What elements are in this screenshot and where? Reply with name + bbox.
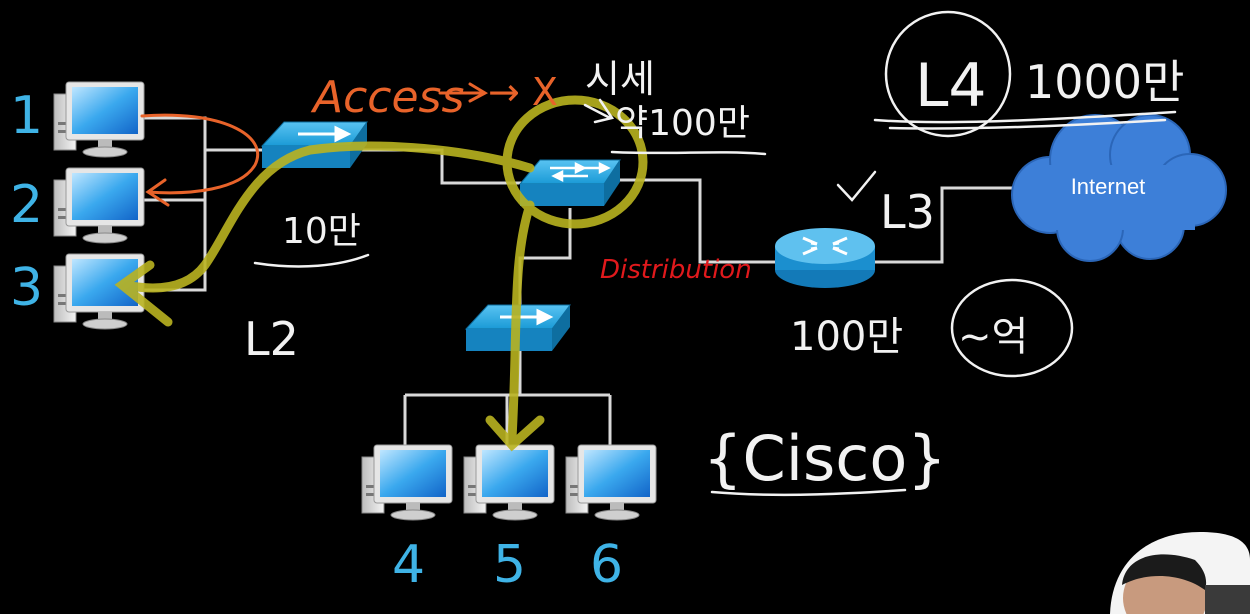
pc-number-4: 4 xyxy=(392,535,425,595)
computer-pc-2 xyxy=(53,167,145,244)
access-arrow-x: → X xyxy=(488,70,558,114)
computer-icon xyxy=(463,444,555,521)
distribution-switch xyxy=(518,159,621,206)
pc-number-2: 2 xyxy=(10,175,43,235)
highlight-route-pc3 xyxy=(114,141,535,327)
distribution-label: Distribution xyxy=(600,255,752,285)
price-top-line1: 시세 xyxy=(585,57,655,101)
underline-top-price xyxy=(610,150,767,156)
orange-annotations xyxy=(140,82,489,207)
cloud-label: Internet xyxy=(1071,174,1146,199)
cable-dist-to-router xyxy=(615,178,785,264)
computer-icon xyxy=(53,167,145,244)
cable-access-to-dist xyxy=(350,148,525,185)
router-approx: ~억 xyxy=(958,314,1028,360)
cable-router-to-l3 xyxy=(870,186,1020,264)
layer-l2: L2 xyxy=(244,312,299,366)
layer-l3: L3 xyxy=(880,185,935,239)
switch-icon xyxy=(298,125,352,143)
arrow-top-price xyxy=(583,98,615,124)
cable-pc1 xyxy=(140,116,207,150)
multilayer-switch-icon xyxy=(550,161,611,183)
cisco-underline xyxy=(710,488,907,497)
computer-pc-5 xyxy=(463,444,555,521)
access-label: Access xyxy=(310,72,464,123)
pc-numbers: 1 2 3 4 5 6 xyxy=(10,86,623,595)
presenter-avatar xyxy=(1110,532,1250,614)
router-approx-circle xyxy=(950,278,1074,378)
cloud-icon xyxy=(1011,114,1227,262)
pc-number-6: 6 xyxy=(590,535,623,595)
cisco-label: {Cisco} xyxy=(703,422,947,495)
l4-circle xyxy=(884,10,1012,138)
l4-underline xyxy=(873,110,1177,130)
l4-price: 1000만 xyxy=(1025,55,1184,109)
price-top-line2: 약100만 xyxy=(615,103,750,144)
computer-icon xyxy=(565,444,657,521)
access-switch xyxy=(260,121,368,168)
computer-icon xyxy=(53,81,145,158)
orange-arrow xyxy=(438,82,489,103)
switch-price: 10만 xyxy=(282,211,361,252)
underline-switch-price xyxy=(253,253,370,268)
internet-cloud: Internet xyxy=(1011,114,1227,262)
router xyxy=(775,228,875,288)
computer-pc-1 xyxy=(53,81,145,158)
l3-check xyxy=(836,170,877,202)
white-strokes xyxy=(253,10,1177,497)
white-annotations: 시세 약100만 10만 L2 L3 L4 1000만 100만 ~억 {Cis… xyxy=(244,51,1184,495)
highlight-route-pc5 xyxy=(485,200,545,452)
pc-number-3: 3 xyxy=(10,258,43,318)
highlight-path xyxy=(114,95,648,452)
l4-label: L4 xyxy=(915,51,987,121)
pc-number-5: 5 xyxy=(493,535,526,595)
computer-icon xyxy=(361,444,453,521)
router-icon xyxy=(802,236,848,256)
router-price: 100만 xyxy=(790,314,903,360)
orange-arrow-pc1-to-pc2 xyxy=(140,113,259,207)
pc-number-1: 1 xyxy=(10,86,43,146)
cable-access2-bus xyxy=(403,350,612,445)
computer-pc-4 xyxy=(361,444,453,521)
computer-pc-6 xyxy=(565,444,657,521)
